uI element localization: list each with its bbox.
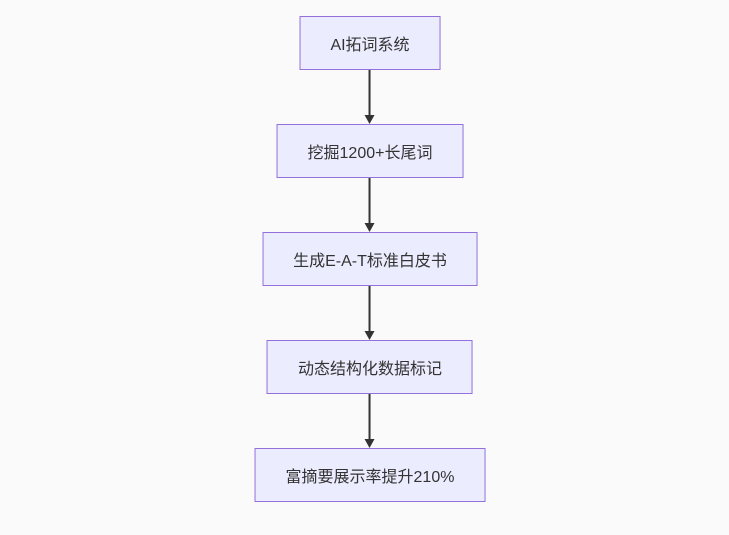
arrow-down-icon	[365, 115, 375, 124]
flow-node-3: 生成E-A-T标准白皮书	[262, 232, 478, 286]
flow-node-2: 挖掘1200+长尾词	[276, 124, 464, 178]
arrow-line	[369, 394, 371, 439]
arrow-line	[369, 70, 371, 115]
flow-edge-3	[365, 286, 375, 340]
arrow-down-icon	[365, 223, 375, 232]
flow-node-4: 动态结构化数据标记	[266, 340, 473, 394]
flowchart-column: AI拓词系统 挖掘1200+长尾词 生成E-A-T标准白皮书 动态结构化数据标记…	[254, 16, 486, 502]
flow-node-5: 富摘要展示率提升210%	[254, 448, 486, 502]
flow-edge-1	[365, 70, 375, 124]
arrow-line	[369, 286, 371, 331]
arrow-down-icon	[365, 439, 375, 448]
arrow-down-icon	[365, 331, 375, 340]
flow-edge-4	[365, 394, 375, 448]
arrow-line	[369, 178, 371, 223]
flow-node-1: AI拓词系统	[299, 16, 441, 70]
flow-edge-2	[365, 178, 375, 232]
